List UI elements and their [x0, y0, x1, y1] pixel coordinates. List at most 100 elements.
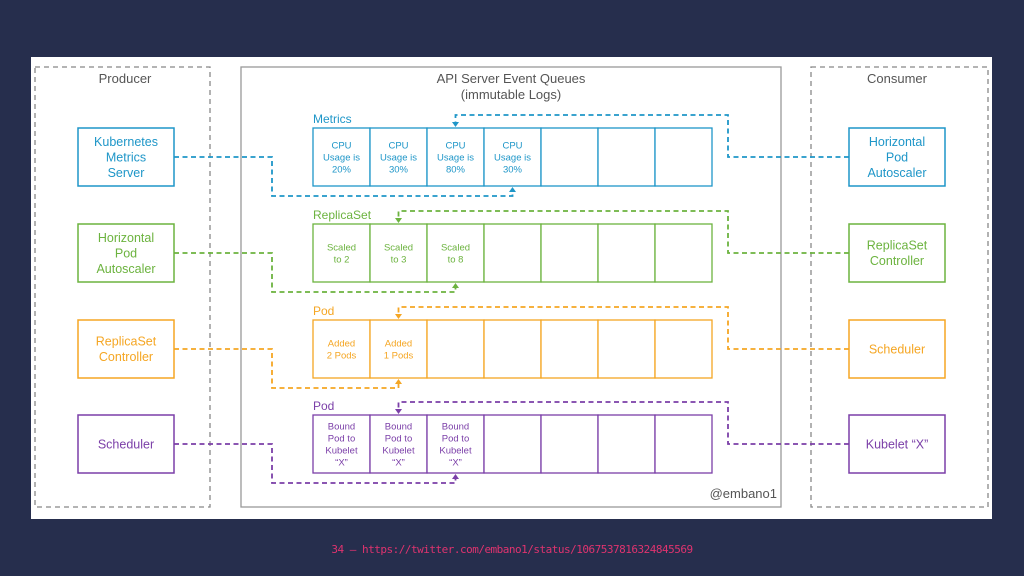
queue-4-write-arrowhead: [452, 474, 459, 479]
queue-1-cell: [540, 127, 599, 187]
queue-1-consumer-text: Autoscaler: [867, 166, 926, 180]
queue-1-read-arrowhead: [452, 122, 459, 127]
queue-3-label: Pod: [313, 304, 334, 318]
queue-3-cell: [597, 319, 656, 379]
queue-4-read-connector: [397, 401, 849, 445]
queue-3-producer-text: ReplicaSet: [96, 335, 157, 349]
queues-title: API Server Event Queues: [437, 71, 586, 86]
queue-2-consumer-text: Controller: [870, 254, 924, 268]
queue-1-cell-text: Usage is: [494, 152, 531, 163]
queue-4-producer-text: Scheduler: [98, 437, 154, 451]
queue-1-label: Metrics: [313, 112, 352, 126]
queue-2-cell: [312, 223, 371, 283]
queue-4-cell-text: Pod to: [328, 433, 355, 444]
queue-3-cell: [426, 319, 485, 379]
queue-3-cell-text: Added: [328, 338, 355, 349]
queue-4-producer-box: [77, 414, 175, 474]
queue-4-cell: [369, 414, 428, 474]
queue-2-cell: [654, 223, 713, 283]
queue-4-cell-text: “X”: [392, 457, 405, 468]
queue-1-consumer-box: [848, 127, 946, 187]
queue-1-cell-text: CPU: [331, 140, 351, 151]
queue-4-read-arrowhead: [395, 409, 402, 414]
queue-1-cell-text: 20%: [332, 164, 352, 175]
queue-3-write-arrowhead: [395, 379, 402, 384]
api-server-group-box: [240, 66, 782, 508]
queue-4-cell: [483, 414, 542, 474]
queue-2-label: ReplicaSet: [313, 208, 372, 222]
queue-1-cell: [369, 127, 428, 187]
consumer-heading: Consumer: [867, 71, 928, 86]
queue-3-read-connector: [397, 306, 849, 350]
queue-3-cell: [540, 319, 599, 379]
queue-1-write-connector: [174, 156, 514, 197]
queue-4-write-connector: [174, 443, 457, 484]
event-queue-diagram: Producer Consumer API Server Event Queue…: [34, 66, 989, 508]
queue-2-consumer-box: [848, 223, 946, 283]
queue-1-cell-text: CPU: [388, 140, 408, 151]
queue-1-write-arrowhead: [509, 187, 516, 192]
queue-2-write-arrowhead: [452, 283, 459, 288]
queue-4-cell-text: Pod to: [442, 433, 469, 444]
queue-1-cell: [483, 127, 542, 187]
queue-1-read-connector: [454, 114, 849, 158]
queue-1-cell: [597, 127, 656, 187]
queue-4-cell-text: “X”: [335, 457, 348, 468]
queue-4-cell-text: Kubelet: [325, 445, 358, 456]
queue-1-cell-text: Usage is: [437, 152, 474, 163]
queue-1-consumer-text: Horizontal: [869, 135, 925, 149]
queue-4-cell: [654, 414, 713, 474]
queue-3-producer-box: [77, 319, 175, 379]
queue-2-read-connector: [397, 210, 849, 254]
diagram-panel: Producer Consumer API Server Event Queue…: [31, 57, 992, 519]
queue-3-write-connector: [174, 348, 400, 389]
queue-2-cell: [597, 223, 656, 283]
queue-2-producer-text: Pod: [115, 246, 137, 260]
queue-4-consumer-text: Kubelet “X”: [866, 437, 929, 451]
queue-3-cell: [312, 319, 371, 379]
queue-1-cell-text: 30%: [389, 164, 409, 175]
queue-4-cell: [540, 414, 599, 474]
queue-4-cell-text: Kubelet: [382, 445, 415, 456]
queue-3-cell-text: Added: [385, 338, 412, 349]
queue-1-producer-text: Metrics: [106, 150, 146, 164]
queue-4-cell-text: Pod to: [385, 433, 412, 444]
queue-1-cell-text: 80%: [446, 164, 466, 175]
queue-3-producer-text: Controller: [99, 350, 153, 364]
queue-2-write-connector: [174, 252, 457, 293]
queue-1-producer-text: Server: [108, 166, 145, 180]
queue-4-cell-text: Bound: [385, 421, 412, 432]
queue-1-consumer-text: Pod: [886, 150, 908, 164]
queue-2-cell-text: to 3: [391, 254, 407, 265]
queue-2-cell: [540, 223, 599, 283]
queue-2-read-arrowhead: [395, 218, 402, 223]
queue-3-cell: [654, 319, 713, 379]
queue-1-cell-text: 30%: [503, 164, 523, 175]
queue-3-cell: [483, 319, 542, 379]
queue-1-cell-text: CPU: [445, 140, 465, 151]
queue-4-cell-text: “X”: [449, 457, 462, 468]
queue-4-cell: [426, 414, 485, 474]
queue-1-producer-text: Kubernetes: [94, 135, 158, 149]
queue-3-cell: [369, 319, 428, 379]
queue-2-cell: [426, 223, 485, 283]
queue-4-label: Pod: [313, 399, 334, 413]
queue-4-cell-text: Kubelet: [439, 445, 472, 456]
queue-2-cell: [483, 223, 542, 283]
queue-3-read-arrowhead: [395, 314, 402, 319]
queue-2-producer-text: Horizontal: [98, 231, 154, 245]
queue-4-cell-text: Bound: [442, 421, 469, 432]
queue-1-cell: [426, 127, 485, 187]
producer-group-box: [34, 66, 211, 508]
queue-4-cell: [312, 414, 371, 474]
queue-2-producer-text: Autoscaler: [96, 262, 155, 276]
queue-1-cell-text: Usage is: [323, 152, 360, 163]
queue-2-cell-text: Scaled: [384, 242, 413, 253]
queue-2-cell-text: Scaled: [327, 242, 356, 253]
queue-2-cell-text: to 8: [448, 254, 464, 265]
queue-4-cell-text: Bound: [328, 421, 355, 432]
queue-1-cell-text: CPU: [502, 140, 522, 151]
queue-2-cell-text: Scaled: [441, 242, 470, 253]
queue-1-cell-text: Usage is: [380, 152, 417, 163]
